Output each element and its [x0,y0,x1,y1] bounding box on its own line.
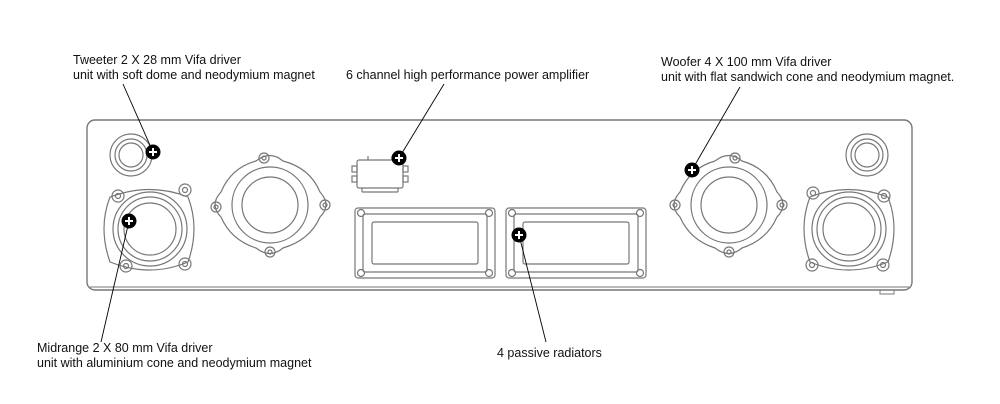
tweeter-left [109,133,153,177]
plus-circle-icon [391,150,407,166]
plus-circle-icon [145,144,161,160]
enclosure-foot-right [879,289,895,295]
amplifier-module [351,156,409,193]
callout-passive-radiators-line1: 4 passive radiators [497,346,602,360]
tweeter-right [845,133,889,177]
passive-radiator-left [354,207,496,279]
plus-circle-icon [121,213,137,229]
callout-midrange-line2: unit with aluminium cone and neodymium m… [37,356,312,370]
callout-midrange: Midrange 2 X 80 mm Vifa driver unit with… [37,341,311,371]
woofer-right [669,152,788,258]
callout-tweeter: Tweeter 2 X 28 mm Vifa driver unit with … [73,53,315,83]
leader-midrange [100,220,130,343]
midrange-left [103,183,195,273]
callout-passive-radiators: 4 passive radiators [497,346,602,361]
leader-amplifier [398,83,445,159]
plus-circle-icon [684,162,700,178]
callout-amplifier: 6 channel high performance power amplifi… [346,68,589,83]
callout-woofer-line1: Woofer 4 X 100 mm Vifa driver [661,55,832,69]
callout-woofer: Woofer 4 X 100 mm Vifa driver unit with … [661,55,954,85]
callout-amplifier-line1: 6 channel high performance power amplifi… [346,68,590,82]
leader-passive-radiators [518,234,547,343]
callout-woofer-line2: unit with flat sandwich cone and neodymi… [661,70,955,84]
callout-tweeter-line2: unit with soft dome and neodymium magnet [73,68,315,82]
plus-circle-icon [511,227,527,243]
leader-tweeter [122,83,154,153]
woofer-left [210,152,331,258]
callout-midrange-line1: Midrange 2 X 80 mm Vifa driver [37,341,213,355]
leader-woofer [691,86,741,171]
midrange-right [803,186,895,272]
leader-lines [100,83,741,343]
callout-tweeter-line1: Tweeter 2 X 28 mm Vifa driver [73,53,241,67]
passive-radiator-right [505,207,647,279]
speaker-enclosure [86,119,913,291]
